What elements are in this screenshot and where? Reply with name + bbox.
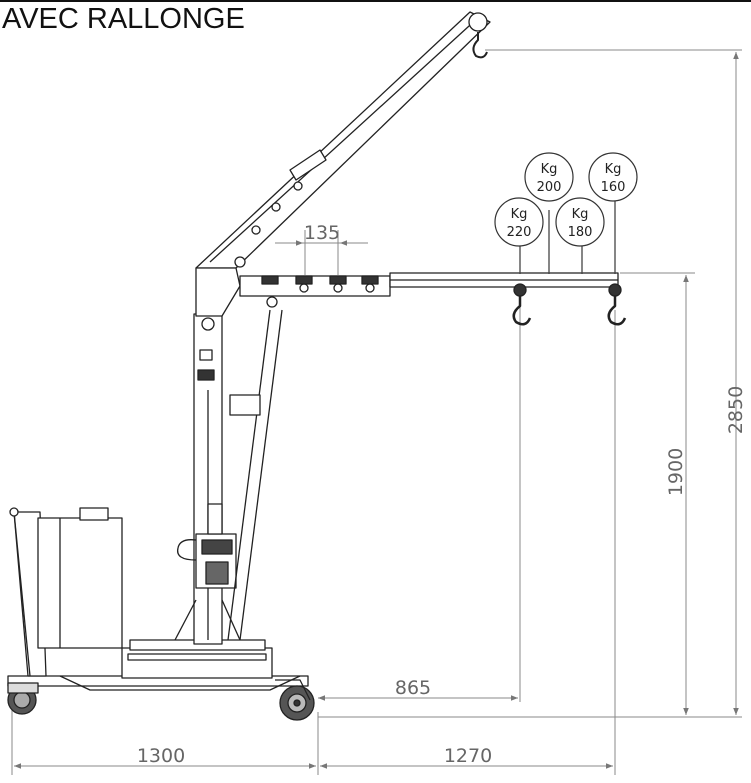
dim-1900: 1900 [665, 448, 687, 496]
dim-1270: 1270 [444, 745, 492, 767]
load-value-160: 160 [601, 180, 626, 195]
dim-865: 865 [395, 677, 431, 699]
load-unit-220: Kg [511, 207, 528, 222]
balloon-220 [494, 197, 544, 247]
load-unit-200: Kg [541, 162, 558, 177]
balloon-160 [588, 152, 638, 202]
load-value-200: 200 [537, 180, 562, 195]
dim-135: 135 [304, 222, 340, 244]
dimension-labels: 2850 1900 135 865 1300 1270 [137, 222, 747, 767]
load-balloons [494, 152, 638, 247]
load-unit-160: Kg [605, 162, 622, 177]
dim-1300: 1300 [137, 745, 185, 767]
dimension-lines [11, 49, 742, 775]
drawing-title: AVEC RALLONGE [2, 3, 245, 35]
crane [7, 11, 627, 721]
load-value-220: 220 [507, 225, 532, 240]
top-frame-line [0, 0, 751, 2]
balloon-200 [524, 152, 574, 202]
load-labels: Kg 220 Kg 200 Kg 180 Kg 160 [507, 162, 626, 240]
load-value-180: 180 [568, 225, 593, 240]
balloon-180 [555, 197, 605, 247]
load-unit-180: Kg [572, 207, 589, 222]
dim-2850: 2850 [725, 386, 747, 434]
